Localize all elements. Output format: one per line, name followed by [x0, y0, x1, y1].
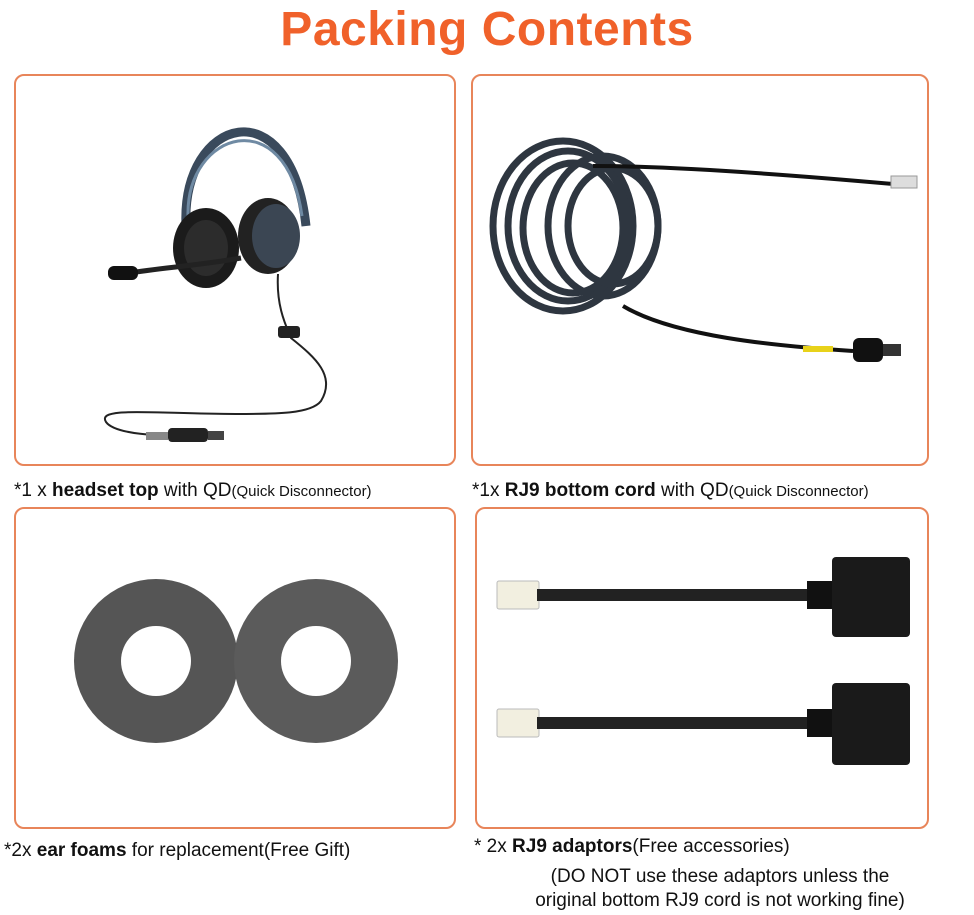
adaptor-note-line1: (DO NOT use these adaptors unless the — [550, 866, 890, 887]
headset-image — [103, 127, 328, 442]
caption-adaptors: * 2x RJ9 adaptors(Free accessories) — [474, 836, 790, 857]
adaptor-note-line2: original bottom RJ9 cord is not working … — [535, 890, 905, 911]
panel-rj9-adaptors — [475, 507, 929, 829]
caption-ear-foams: *2x ear foams for replacement(Free Gift) — [4, 840, 351, 861]
coiled-cord-image — [489, 137, 918, 362]
panel-headset — [14, 74, 456, 466]
panel-coiled-cord — [471, 74, 929, 466]
caption-cord: *1x RJ9 bottom cord with QD(Quick Discon… — [472, 480, 869, 501]
rj9-adaptor-image — [496, 557, 910, 765]
caption-headset: *1 x headset top with QD(Quick Disconnec… — [14, 480, 372, 501]
adaptor-note: (DO NOT use these adaptors unless the or… — [470, 865, 970, 913]
panel-ear-foams — [14, 507, 456, 829]
ear-foam-image — [74, 579, 398, 743]
page-title: Packing Contents — [280, 3, 694, 56]
